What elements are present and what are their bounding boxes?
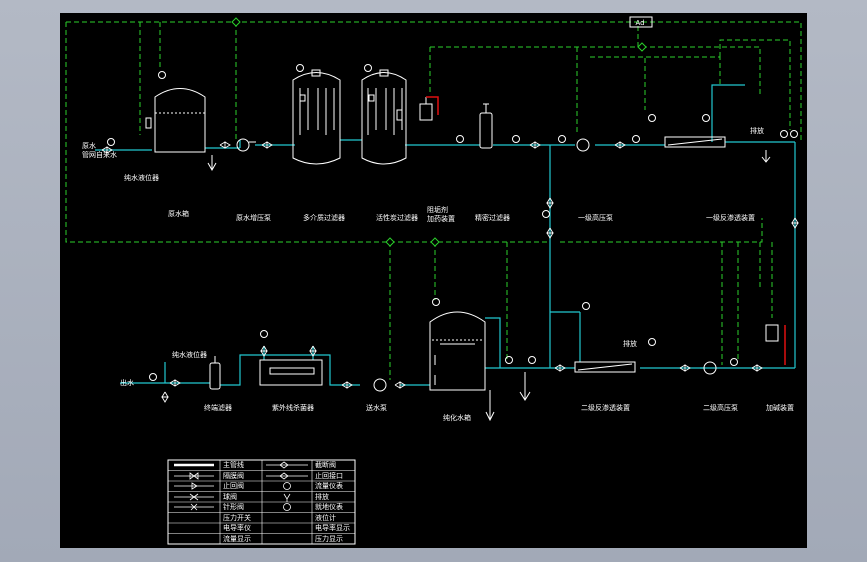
label-hp-pump-1: 一级高压泵: [578, 213, 613, 222]
label-drain-1: 排放: [750, 126, 764, 135]
ro-unit-2: [574, 361, 636, 373]
caustic-dosing: [765, 324, 779, 342]
hp-pump-2: [703, 361, 717, 375]
instrument-box-label: Ad: [635, 19, 644, 27]
label-water-out: 出水: [120, 378, 134, 387]
label-level-sensor-1: 纯水液位器: [124, 173, 159, 182]
carbon-filter: [361, 69, 407, 165]
label-ro-2: 二级反渗透装置: [581, 403, 630, 412]
valves: [101, 141, 799, 403]
hp-pump-1: [576, 138, 590, 152]
legend-table: [167, 459, 356, 545]
label-level-sensor-2: 纯水液位器: [172, 350, 207, 359]
pure-water-tank: [429, 311, 486, 391]
label-pure-tank: 纯化水箱: [443, 413, 471, 422]
label-raw-tank: 原水箱: [168, 209, 189, 218]
terminal-filter: [209, 356, 221, 390]
precision-filter: [479, 103, 493, 149]
antiscalant-dosing: [419, 97, 433, 121]
label-antiscalant-2: 加药装置: [427, 214, 455, 223]
label-antiscalant-1: 阻垢剂: [427, 205, 448, 214]
instrument-bubbles: [107, 64, 798, 381]
label-ro-1: 一级反渗透装置: [706, 213, 755, 222]
raw-water-tank: [145, 88, 206, 153]
equipment: [101, 16, 799, 422]
multimedia-filter: [292, 69, 341, 165]
label-hp-pump-2: 二级高压泵: [703, 403, 738, 412]
control-lines: [65, 21, 802, 380]
label-caustic: 加碱装置: [766, 403, 794, 412]
label-raw-water-1: 原水: [82, 141, 96, 150]
label-carbon-filter: 活性炭过滤器: [376, 213, 418, 222]
ro-unit-1: [664, 136, 726, 148]
uv-sterilizer: [259, 359, 323, 386]
label-terminal-filter: 终端滤器: [204, 403, 232, 412]
drawing-canvas: [60, 13, 807, 548]
label-drain-2: 排放: [623, 339, 637, 348]
label-raw-pump: 原水增压泵: [236, 213, 271, 222]
label-uv: 紫外线杀菌器: [272, 403, 314, 412]
control-nodes: [231, 17, 647, 247]
raw-water-pump: [236, 138, 256, 152]
label-raw-water-2: 管网自来水: [82, 150, 117, 159]
dosing-lines: [426, 96, 786, 365]
label-supply-pump: 送水泵: [366, 403, 387, 412]
label-precision-filter: 精密过滤器: [475, 213, 510, 222]
equipment-labels: Ad 原水 管网自来水 纯水液位器 原水箱 原水增压泵 多介质过滤器 活性炭过滤…: [82, 19, 794, 422]
supply-pump: [373, 378, 387, 392]
label-multi-filter: 多介质过滤器: [303, 213, 345, 222]
